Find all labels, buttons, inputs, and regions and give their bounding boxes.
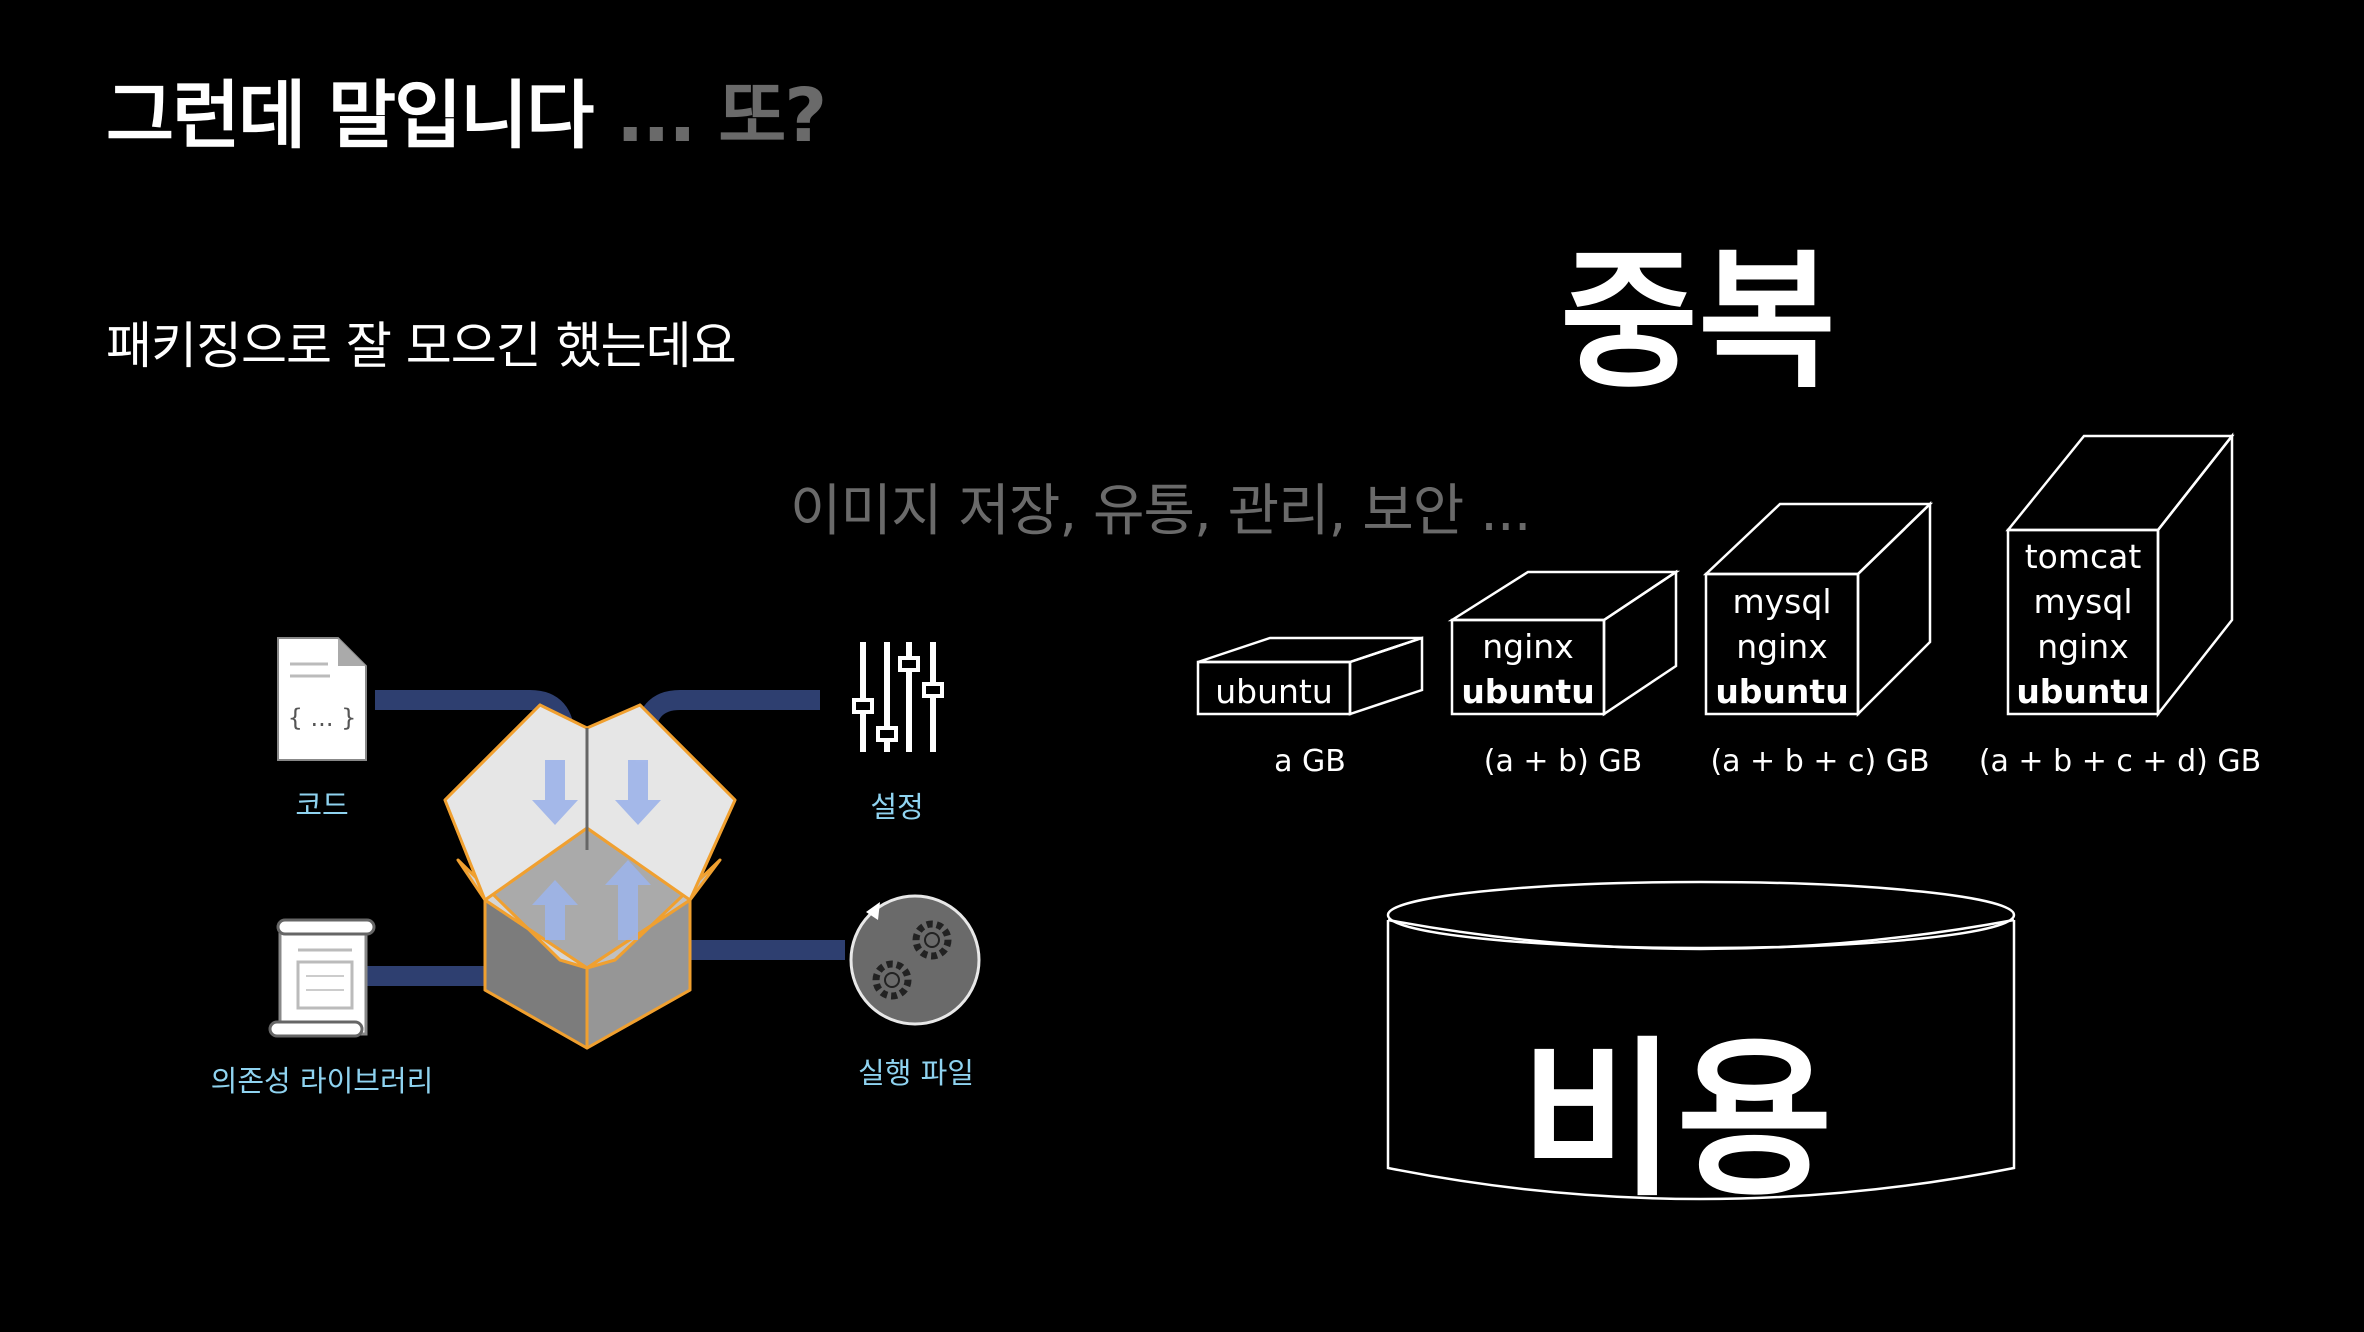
stack-2-size: (a + b) GB [1483,744,1643,779]
stack-3-layer-mysql: mysql [1732,582,1832,621]
stack-4-layers: tomcat mysql nginx ubuntu [2008,530,2158,714]
stack-1-layers: ubuntu [1198,662,1350,714]
stack-3-layer-nginx: nginx [1736,627,1828,666]
library-label: 의존성 라이브러리 [210,1064,434,1098]
stack-3-layer-ubuntu: ubuntu [1715,672,1849,711]
flow-arrows [532,760,661,940]
stack-box-4 [2005,432,2235,718]
stack-2-layers: nginx ubuntu [1452,620,1604,714]
subtitle: 패키징으로 잘 모으긴 했는데요 [106,317,737,375]
settings-label: 설정 [870,790,924,824]
stack-box-3 [1702,501,1934,718]
title-main: 그런데 말입니다 [106,73,594,159]
gears-icon [849,894,981,1026]
stack-1-size: a GB [1274,744,1346,779]
stack-1-layer-ubuntu: ubuntu [1215,672,1333,711]
concerns-text: 이미지 저장, 유통, 관리, 보안 ... [790,479,1532,544]
title-suffix: ... 또? [592,73,827,159]
cost-label: 비용 [1520,1022,1833,1220]
executable-label: 실행 파일 [858,1056,974,1090]
stack-box-1 [1196,636,1424,716]
cost-cylinder-icon [1386,880,2016,1201]
image-stacks [1196,432,2235,718]
document-icon: { ... } [277,637,367,761]
stack-2-layer-nginx: nginx [1482,627,1574,666]
stack-box-2 [1447,569,1681,717]
code-glyph: { ... } [288,704,357,732]
stack-3-size: (a + b + c) GB [1710,744,1930,779]
stack-4-layer-mysql: mysql [2033,582,2133,621]
stack-4-layer-tomcat: tomcat [2024,537,2142,576]
page-title: 그런데 말입니다 ... 또? [106,56,827,163]
code-label: 코드 [295,788,349,822]
stack-4-layer-ubuntu: ubuntu [2016,672,2150,711]
stack-3-layers: mysql nginx ubuntu [1706,574,1858,714]
sliders-icon [852,642,944,752]
stack-4-layer-nginx: nginx [2037,627,2129,666]
stack-4-size: (a + b + c + d) GB [1978,744,2262,779]
library-scroll-icon [268,918,376,1038]
package-box-icon [443,703,737,1050]
headline-duplication: 중복 [1560,235,1837,409]
stack-2-layer-ubuntu: ubuntu [1461,672,1595,711]
